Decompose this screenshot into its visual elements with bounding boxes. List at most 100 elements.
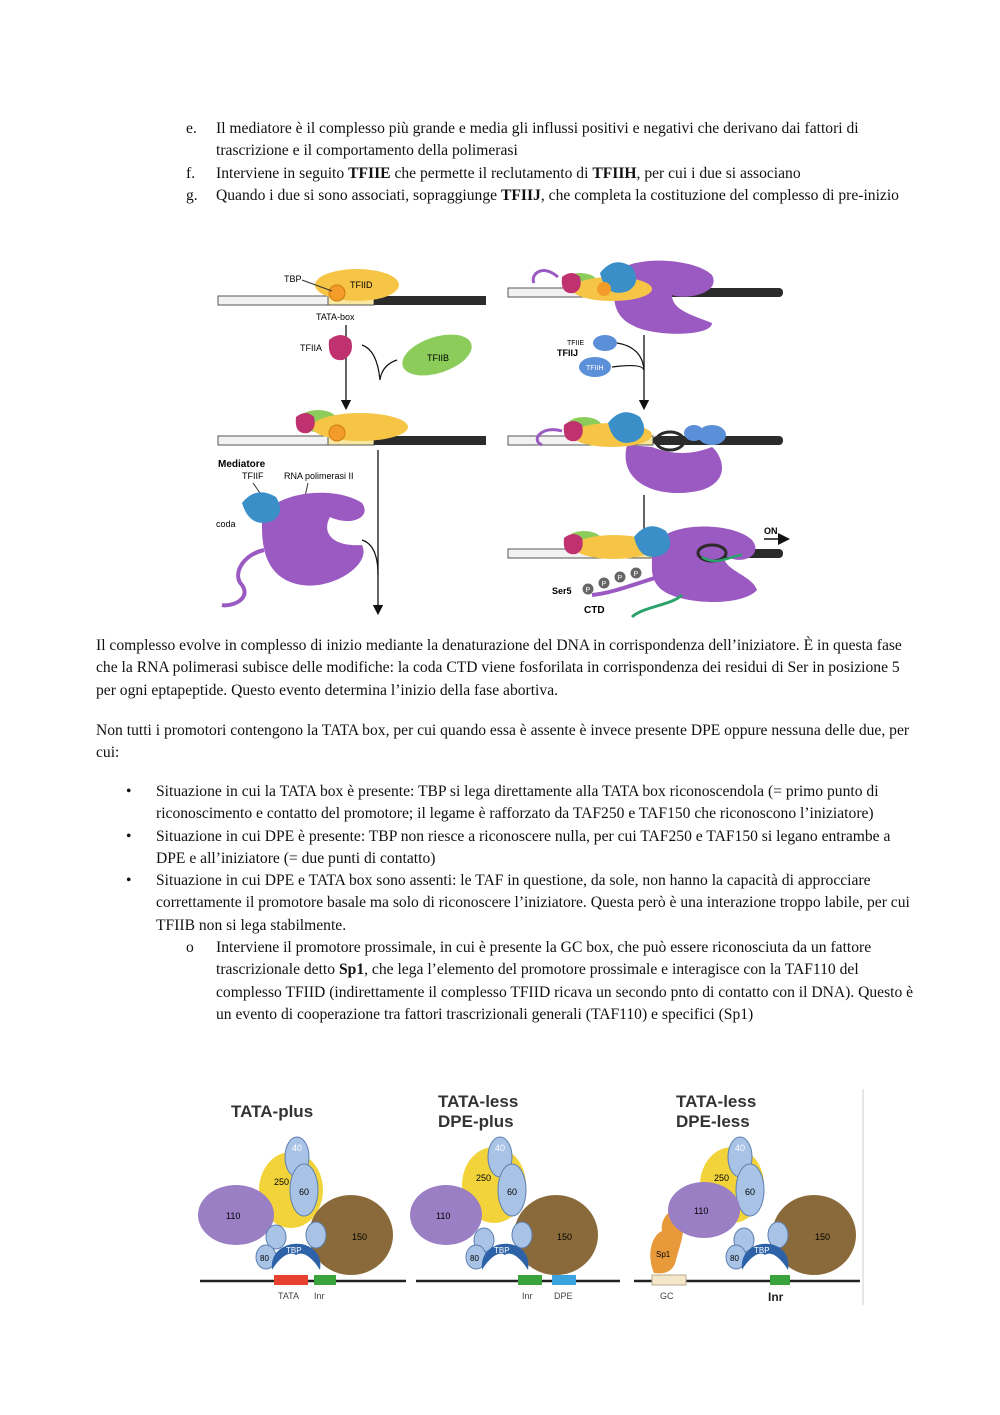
svg-text:40: 40: [735, 1143, 745, 1153]
tfiie-shape: [593, 335, 617, 351]
taf150-shape: [309, 1195, 393, 1275]
svg-text:110: 110: [436, 1211, 450, 1221]
paragraph-promoters: Non tutti i promotori contengono la TATA…: [96, 722, 910, 762]
preinitiation-complex-figure: TBP TFIID TATA-box TFIIA TFIIB Mediatore…: [216, 260, 790, 619]
tfiif-shape: [242, 492, 281, 523]
text-run: , che lega l’elemento del promotore pros…: [216, 961, 914, 1023]
tfiia-shape: [328, 335, 352, 361]
tfiia-label: TFIIA: [300, 343, 322, 353]
rna-pol-ii-shape: [261, 492, 365, 586]
svg-text:P: P: [586, 587, 591, 594]
ctd-label: CTD: [584, 605, 605, 616]
bullet-text: Situazione in cui DPE e TATA box sono as…: [156, 872, 910, 934]
tbp-shape: [271, 1243, 321, 1270]
circle-bullet-icon: o: [186, 939, 194, 957]
coda-tail: [221, 548, 265, 608]
svg-text:DPE: DPE: [554, 1291, 573, 1301]
tata-box-label: TATA-box: [316, 312, 355, 322]
svg-text:80: 80: [730, 1254, 739, 1263]
ctd-tail: [591, 573, 665, 597]
bold-term: TFIIE: [348, 164, 391, 182]
svg-text:Inr: Inr: [768, 1290, 784, 1304]
text-run: Quando i due si sono associati, sopraggi…: [216, 186, 501, 204]
list-item: •Situazione in cui DPE è presente: TBP n…: [96, 826, 916, 871]
panel2-title-1: TATA-less: [438, 1092, 518, 1111]
svg-text:P: P: [602, 581, 607, 588]
lettered-list: e. Il mediatore è il complesso più grande…: [150, 118, 910, 207]
promoter-types-figure: TATA-plus 40 60 250 110 150 80 TBP TATA …: [198, 1089, 864, 1305]
bullet-text: Situazione in cui la TATA box è presente…: [156, 783, 879, 823]
svg-text:TBP: TBP: [494, 1246, 510, 1255]
svg-text:Sp1: Sp1: [656, 1250, 671, 1259]
svg-text:150: 150: [557, 1232, 572, 1242]
list-item: • Situazione in cui la TATA box è present…: [96, 781, 916, 826]
inr-element: [314, 1275, 336, 1285]
sub-list: o Interviene il promotore prossimale, in …: [156, 937, 916, 1026]
svg-text:Inr: Inr: [522, 1291, 533, 1301]
tfiih-shape: [579, 357, 611, 377]
panel-tata-plus: TATA-plus 40 60 250 110 150 80 TBP TATA …: [198, 1102, 406, 1301]
svg-text:TATA: TATA: [278, 1291, 299, 1301]
svg-text:60: 60: [745, 1187, 755, 1197]
tfiih-label: TFIIH: [586, 365, 604, 372]
svg-text:P: P: [634, 571, 639, 578]
panel1-title: TATA-plus: [231, 1102, 313, 1121]
list-marker: e.: [186, 120, 197, 137]
svg-text:GC: GC: [660, 1291, 674, 1301]
tfiij-label: TFIIJ: [557, 348, 578, 358]
svg-text:250: 250: [714, 1173, 729, 1183]
text-run: Il mediatore è il complesso più grande e…: [216, 120, 859, 160]
tfiif-label: TFIIF: [242, 471, 264, 481]
tata-box-element: [274, 1275, 308, 1285]
svg-text:TBP: TBP: [754, 1246, 770, 1255]
svg-text:80: 80: [470, 1254, 479, 1263]
tfiid-label: TFIID: [350, 280, 373, 290]
svg-text:P: P: [618, 575, 623, 582]
list-item: e. Il mediatore è il complesso più grande…: [150, 118, 910, 163]
svg-text:40: 40: [292, 1143, 302, 1153]
taf110-shape: [198, 1185, 274, 1245]
panel-dpe-less: TATA-less DPE-less Sp1 40 60 250 110 150…: [634, 1092, 860, 1304]
text-run: Interviene in seguito: [216, 164, 349, 182]
paragraph-initiation: Il complesso evolve in complesso di iniz…: [96, 637, 902, 699]
svg-text:250: 250: [274, 1177, 289, 1187]
rna-transcript: [630, 593, 684, 619]
text-run: , per cui i due si associano: [636, 164, 801, 182]
svg-text:150: 150: [815, 1232, 830, 1242]
svg-text:150: 150: [352, 1232, 367, 1242]
panel3-title-1: TATA-less: [676, 1092, 756, 1111]
list-item: f. Interviene in seguito TFIIE che permet…: [150, 163, 910, 185]
panel2-title-2: DPE-plus: [438, 1112, 514, 1131]
tfiib-label: TFIIB: [427, 353, 449, 363]
svg-text:40: 40: [495, 1143, 505, 1153]
tfiib-shape: [402, 334, 472, 376]
list-item: o Interviene il promotore prossimale, in …: [156, 937, 916, 1026]
list-item: g. Quando i due si sono associati, soprag…: [150, 185, 910, 207]
bullet-icon: •: [126, 783, 132, 800]
bullet-list: • Situazione in cui la TATA box è present…: [96, 781, 916, 1026]
panel3-title-2: DPE-less: [676, 1112, 750, 1131]
tfiie-label: TFIIE: [567, 340, 584, 347]
bullet-icon: •: [126, 872, 132, 890]
svg-text:TBP: TBP: [286, 1246, 302, 1255]
coda-label: coda: [216, 519, 236, 529]
tbp-shape: [328, 284, 346, 302]
list-marker: g.: [186, 186, 198, 204]
svg-text:60: 60: [299, 1187, 309, 1197]
bold-term: TFIIH: [592, 164, 637, 182]
bold-term: TFIIJ: [500, 186, 541, 204]
text-run: che permette il reclutamento di: [390, 164, 593, 182]
rna-pol-label: RNA polimerasi II: [284, 471, 354, 481]
text-run: Interviene il promotore prossimale, in c…: [216, 939, 872, 979]
list-item: • Situazione in cui DPE e TATA box sono a…: [96, 870, 916, 1026]
tbp-label: TBP: [284, 274, 302, 284]
text-run: , che completa la costituzione del compl…: [540, 186, 899, 204]
phospho-groups: P P P P: [582, 567, 642, 595]
list-marker: f.: [186, 164, 196, 182]
svg-text:80: 80: [260, 1254, 269, 1263]
svg-text:110: 110: [694, 1206, 708, 1216]
mediatore-label: Mediatore: [218, 459, 266, 470]
svg-text:60: 60: [507, 1187, 517, 1197]
panel-dpe-plus: TATA-less DPE-plus 40 60 250 110 150 80 …: [410, 1092, 620, 1301]
